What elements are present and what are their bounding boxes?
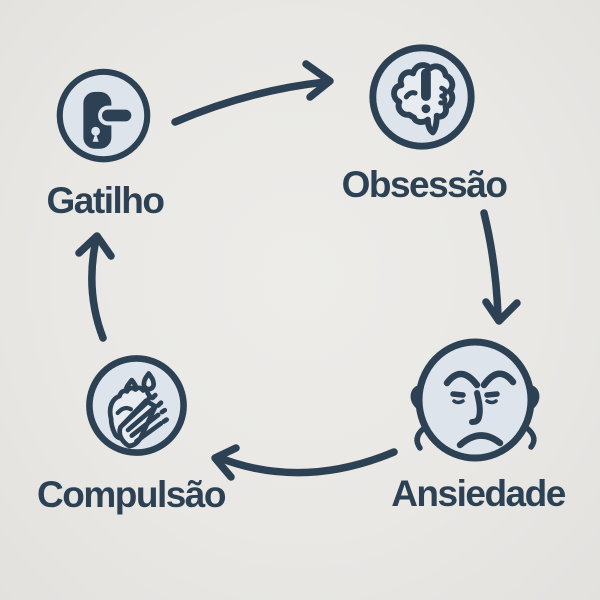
arrow-gatilho-to-obsessao	[171, 60, 334, 126]
node-ansiedade	[408, 338, 542, 462]
node-label-obsessao: Obsessão	[341, 164, 508, 205]
node-compulsao	[80, 349, 193, 462]
node-label-ansiedade: Ansiedade	[391, 473, 566, 514]
brain-exclamation-icon	[369, 44, 475, 150]
hand-washing-icon	[86, 355, 187, 456]
door-handle-icon	[56, 68, 151, 163]
anxious-face-icon	[410, 338, 540, 462]
node-gatilho	[51, 63, 156, 168]
shake-mark-left	[414, 426, 426, 451]
water-drop-icon	[141, 371, 156, 392]
arrow-ansiedade-to-compulsao	[211, 444, 398, 481]
arrow-obsessao-to-ansiedade	[480, 209, 521, 325]
node-obsessao	[363, 38, 481, 156]
arrow-compulsao-to-gatilho	[75, 232, 115, 342]
shake-mark-right	[525, 426, 537, 450]
node-label-compulsao: Compulsão	[37, 474, 226, 515]
node-label-gatilho: Gatilho	[46, 180, 165, 221]
